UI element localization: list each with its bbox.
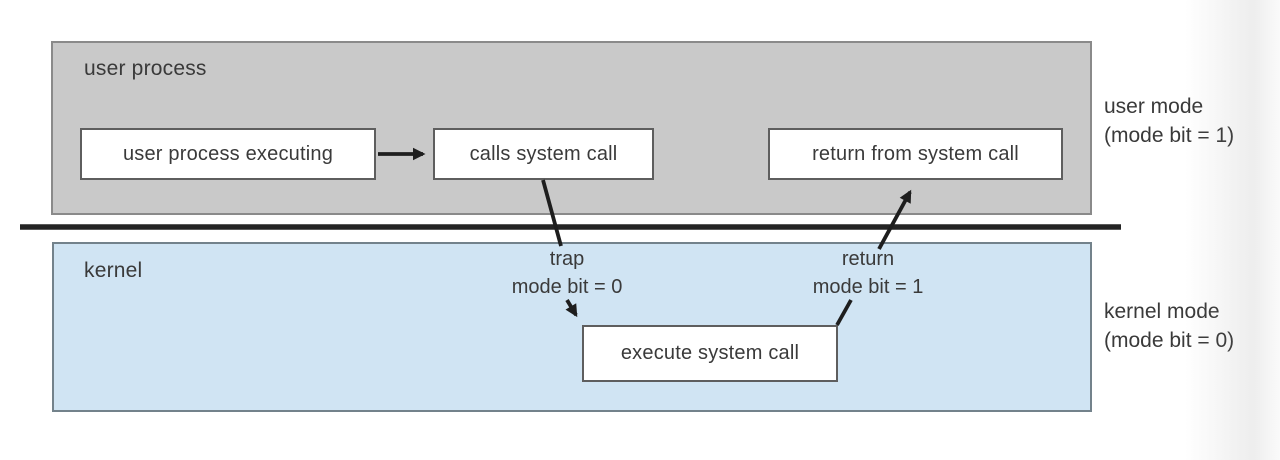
user-mode-label: user mode (mode bit = 1)	[1104, 92, 1234, 150]
user-process-section-title: user process	[84, 57, 207, 80]
return-label: return	[841, 248, 895, 270]
kernel-mode-label-line2: (mode bit = 0)	[1104, 329, 1235, 352]
page-edge-shading	[1185, 0, 1280, 460]
kernel-section-title: kernel	[84, 259, 143, 282]
kernel-section	[52, 242, 1092, 412]
kernel-mode-label-line1: kernel mode	[1104, 300, 1220, 323]
user-mode-label-line2: (mode bit = 1)	[1104, 124, 1235, 147]
return-mode-bit-label: mode bit = 1	[812, 276, 924, 298]
trap-mode-bit-label: mode bit = 0	[511, 276, 623, 298]
kernel-mode-label: kernel mode (mode bit = 0)	[1104, 297, 1234, 355]
calls-system-call-box: calls system call	[433, 128, 654, 180]
trap-label: trap	[549, 248, 585, 270]
user-mode-label-line1: user mode	[1104, 95, 1204, 118]
user-process-executing-box: user process executing	[80, 128, 376, 180]
return-from-system-call-box: return from system call	[768, 128, 1063, 180]
execute-system-call-box: execute system call	[582, 325, 838, 382]
